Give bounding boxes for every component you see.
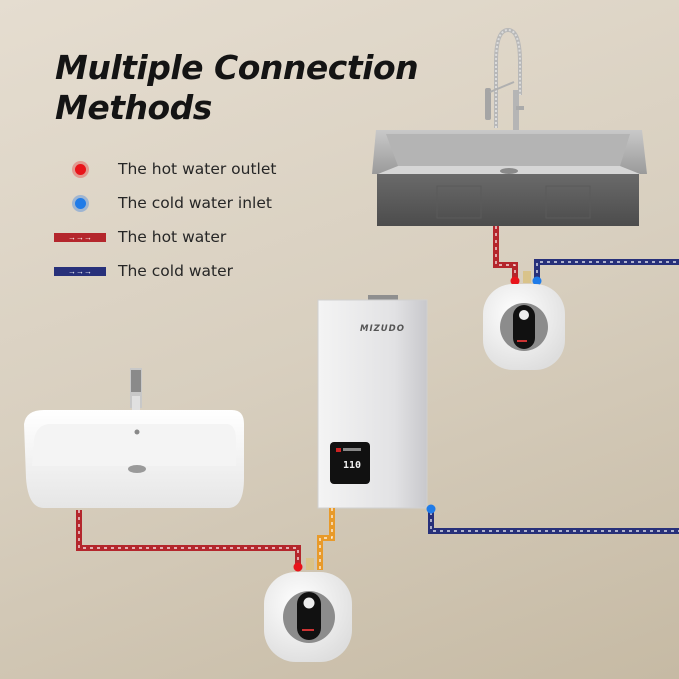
hot-outlet-dot [510, 276, 520, 286]
legend-item-hot-outlet: The hot water outlet [52, 152, 276, 186]
legend-label: The hot water [118, 228, 227, 246]
control-panel [330, 442, 370, 484]
legend-item-cold-inlet: The cold water inlet [52, 186, 276, 220]
mini-tank-heater-bathroom [264, 572, 352, 662]
page-title: Multiple Connection Methods [55, 48, 419, 128]
red-dot-icon [74, 163, 86, 175]
title-line-1: Multiple Connection [55, 48, 419, 87]
hot-outlet-dot [293, 562, 303, 572]
cold-inlet-dot [426, 504, 436, 514]
hot-pipe-icon: →→→ [54, 232, 106, 242]
mini-tank-heater-kitchen [483, 284, 565, 370]
blue-dot-icon [74, 197, 86, 209]
legend-label: The hot water outlet [118, 160, 277, 178]
temperature-display: 110 [343, 460, 362, 471]
valve-icon [523, 271, 531, 283]
bathroom-faucet [130, 368, 142, 412]
legend-label: The cold water inlet [118, 194, 272, 212]
kitchen-faucet [485, 27, 524, 130]
cold-water-pipe-kitchen [534, 259, 679, 280]
kitchen-sink [372, 130, 647, 226]
heater-brand-logo: MIZUDO [360, 324, 405, 334]
hot-water-pipe-bathroom [76, 510, 301, 565]
tankless-water-heater [317, 295, 428, 509]
cold-pipe-icon: →→→ [54, 266, 106, 276]
valve-icon [306, 558, 314, 570]
legend-label: The cold water [118, 262, 233, 280]
legend-item-hot-water: →→→ The hot water [52, 220, 276, 254]
title-line-2: Methods [55, 88, 212, 127]
preheated-water-pipe [317, 508, 335, 570]
legend: The hot water outlet The cold water inle… [52, 152, 276, 288]
cold-inlet-dot [532, 276, 542, 286]
hot-water-pipe-kitchen [493, 226, 518, 280]
legend-item-cold-water: →→→ The cold water [52, 254, 276, 288]
bathroom-sink [24, 410, 244, 508]
cold-water-pipe-tankless [428, 512, 679, 534]
